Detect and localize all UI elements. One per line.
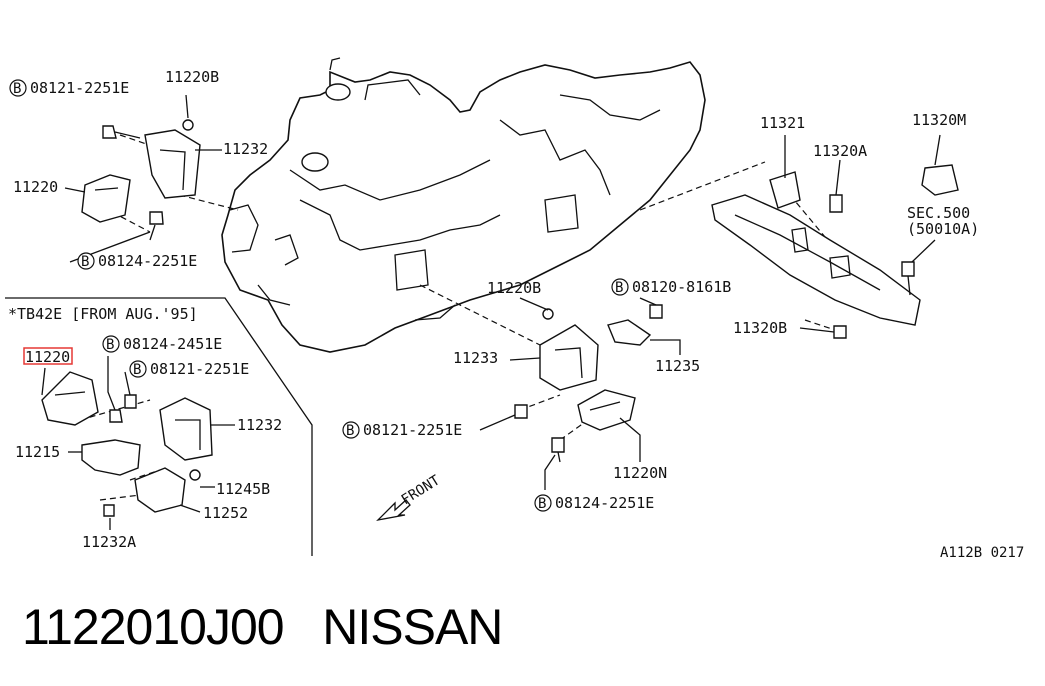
- label-11320M: 11320M: [912, 111, 966, 129]
- label-leaders: [41, 94, 941, 530]
- label-11320A: 11320A: [813, 142, 867, 160]
- engine-assembly: [221, 57, 706, 353]
- b-mark: B: [346, 423, 354, 439]
- label-11252: 11252: [203, 504, 248, 522]
- label-11245B: 11245B: [216, 480, 270, 498]
- label-11215: 11215: [15, 443, 60, 461]
- label-11235: 11235: [655, 357, 700, 375]
- label-08124-2251E-left: 08124-2251E: [98, 252, 197, 270]
- center-mount-group: [514, 304, 663, 463]
- label-08124-2451E: 08124-2451E: [123, 335, 222, 353]
- b-mark: B: [81, 254, 89, 270]
- footer-caption: 1122010J00 NISSAN: [22, 598, 503, 656]
- b-mark: B: [615, 280, 623, 296]
- inset-title: *TB42E [FROM AUG.'95]: [8, 305, 198, 323]
- label-11232-inset: 11232: [237, 416, 282, 434]
- crossmember: [711, 164, 959, 339]
- reference-code: A112B 0217: [940, 545, 1024, 561]
- label-11220-inset: 11220: [25, 348, 70, 366]
- brand-name: NISSAN: [322, 599, 503, 655]
- part-number: 1122010J00: [22, 599, 285, 655]
- label-11233: 11233: [453, 349, 498, 367]
- highlight-box: [23, 347, 73, 365]
- label-sec-50010A: (50010A): [907, 220, 979, 238]
- label-11321: 11321: [760, 114, 805, 132]
- label-11220N: 11220N: [613, 464, 667, 482]
- label-11232-top: 11232: [223, 140, 268, 158]
- label-11220-left: 11220: [13, 178, 58, 196]
- label-11320B: 11320B: [733, 319, 787, 337]
- label-11232A: 11232A: [82, 533, 136, 551]
- label-11220B-mid: 11220B: [487, 279, 541, 297]
- b-mark: B: [106, 337, 114, 353]
- front-label: FRONT: [399, 472, 444, 508]
- inset-tb42e: [5, 297, 313, 556]
- part-labels: B 08121-2251E 11220B 11232 11220 B 08124…: [8, 68, 1024, 561]
- label-08121-2251E-inset: 08121-2251E: [150, 360, 249, 378]
- b-mark: B: [13, 81, 21, 97]
- label-sec-500: SEC.500: [907, 204, 970, 222]
- label-08120-8161B: 08120-8161B: [632, 278, 731, 296]
- b-mark: B: [538, 496, 546, 512]
- label-11220B-top: 11220B: [165, 68, 219, 86]
- left-mount-group: [81, 119, 201, 241]
- label-08121-2251E-top: 08121-2251E: [30, 79, 129, 97]
- front-arrow: FRONT: [376, 472, 444, 522]
- label-08121-2251E-mid: 08121-2251E: [363, 421, 462, 439]
- label-08124-2251E-bottom: 08124-2251E: [555, 494, 654, 512]
- b-mark: B: [133, 362, 141, 378]
